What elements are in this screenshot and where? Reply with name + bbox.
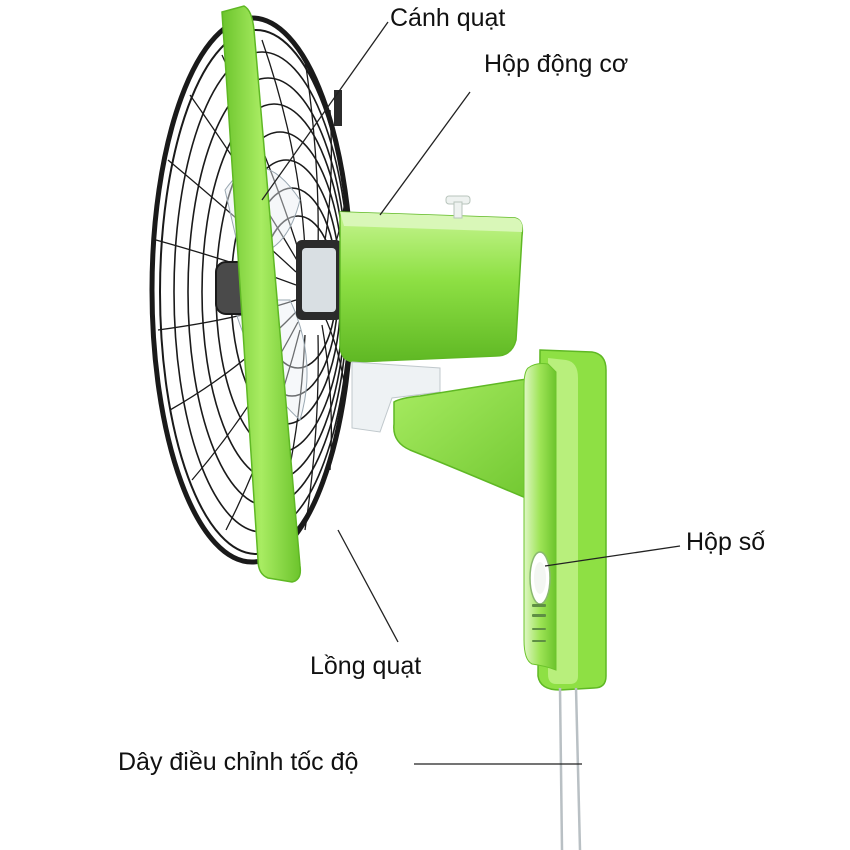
- speed-cords: [558, 687, 582, 850]
- gearbox: [523, 349, 607, 691]
- leader-blade: [261, 21, 389, 201]
- label-speed-cord: Dây điều chỉnh tốc độ: [118, 748, 358, 776]
- label-gearbox: Hộp số: [686, 528, 765, 556]
- neck-joint: [351, 361, 441, 433]
- label-blade: Cánh quạt: [390, 4, 505, 32]
- label-cage: Lồng quạt: [310, 652, 421, 680]
- leader-lines: [261, 21, 681, 765]
- leader-gearbox: [544, 545, 681, 567]
- leader-cage: [337, 529, 399, 643]
- motor-housing: [339, 195, 524, 363]
- cage-rim: [221, 5, 302, 583]
- label-motor-housing: Hộp động cơ: [484, 50, 628, 78]
- leader-motor-housing: [379, 91, 471, 216]
